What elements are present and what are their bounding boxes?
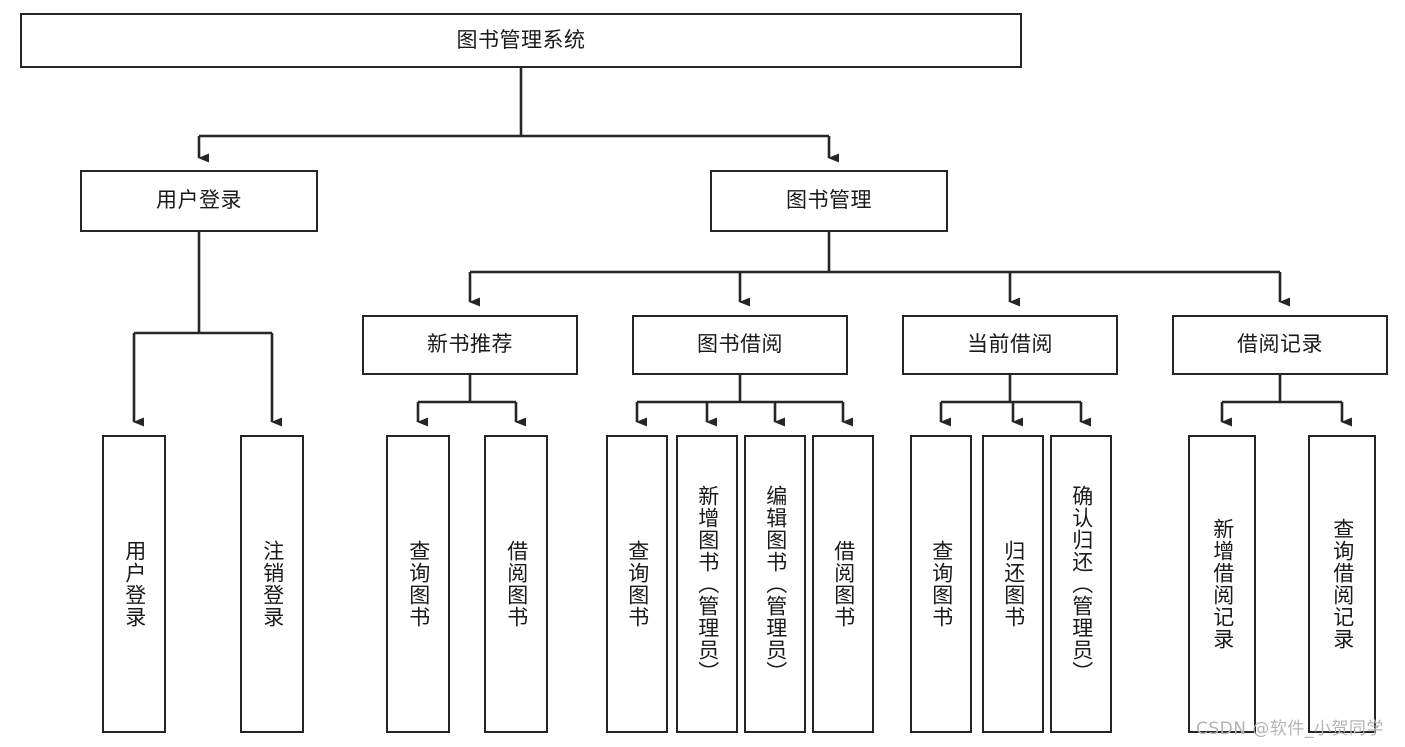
node-user-login-label: 用户登录 [156, 188, 242, 213]
edge-borrowrecord-to-leaves [1220, 375, 1352, 427]
edge-userlogin-to-leaves [132, 232, 282, 427]
edge-currentborrow-to-leaves [939, 375, 1091, 427]
node-leaf-borrow-book-rec-label: 借阅图书 [504, 540, 529, 628]
node-borrow-record[interactable]: 借阅记录 [1172, 315, 1388, 375]
node-leaf-logout-label: 注销登录 [260, 540, 285, 628]
node-current-borrow[interactable]: 当前借阅 [902, 315, 1118, 375]
node-root[interactable]: 图书管理系统 [20, 13, 1022, 68]
node-current-borrow-label: 当前借阅 [967, 332, 1053, 357]
node-leaf-add-record-label: 新增借阅记录 [1210, 518, 1235, 650]
node-leaf-query-book-cur-label: 查询图书 [929, 540, 954, 628]
node-leaf-query-book-cur[interactable]: 查询图书 [910, 435, 972, 733]
node-book-borrow[interactable]: 图书借阅 [632, 315, 848, 375]
node-leaf-logout[interactable]: 注销登录 [240, 435, 304, 733]
node-leaf-query-book-rec[interactable]: 查询图书 [386, 435, 450, 733]
node-leaf-user-login-label: 用户登录 [122, 540, 147, 628]
node-leaf-borrow-book[interactable]: 借阅图书 [812, 435, 874, 733]
edge-bookborrow-to-leaves [635, 375, 853, 427]
node-leaf-add-record[interactable]: 新增借阅记录 [1188, 435, 1256, 733]
edge-newbook-to-leaves [416, 375, 526, 427]
node-book-management[interactable]: 图书管理 [710, 170, 948, 232]
node-leaf-query-record[interactable]: 查询借阅记录 [1308, 435, 1376, 733]
node-leaf-edit-book-label: 编辑图书（管理员） [763, 485, 788, 683]
node-leaf-user-login[interactable]: 用户登录 [102, 435, 166, 733]
node-leaf-add-book-label: 新增图书（管理员） [695, 485, 720, 683]
node-leaf-edit-book[interactable]: 编辑图书（管理员） [744, 435, 806, 733]
node-leaf-add-book[interactable]: 新增图书（管理员） [676, 435, 738, 733]
node-leaf-borrow-book-label: 借阅图书 [831, 540, 856, 628]
node-new-book-recommend[interactable]: 新书推荐 [362, 315, 578, 375]
node-leaf-return-book[interactable]: 归还图书 [982, 435, 1044, 733]
node-leaf-confirm-return-label: 确认归还（管理员） [1069, 485, 1094, 683]
edge-root-to-level2 [197, 68, 839, 163]
node-book-borrow-label: 图书借阅 [697, 332, 783, 357]
node-leaf-query-book-borrow[interactable]: 查询图书 [606, 435, 668, 733]
node-user-login[interactable]: 用户登录 [80, 170, 318, 232]
node-root-label: 图书管理系统 [456, 27, 586, 52]
node-leaf-query-book-borrow-label: 查询图书 [625, 540, 650, 628]
node-book-management-label: 图书管理 [786, 188, 872, 213]
csdn-watermark: CSDN @软件_小贺同学 [1196, 719, 1384, 739]
node-leaf-return-book-label: 归还图书 [1001, 540, 1026, 628]
node-leaf-confirm-return[interactable]: 确认归还（管理员） [1050, 435, 1112, 733]
node-leaf-query-record-label: 查询借阅记录 [1330, 518, 1355, 650]
edge-bookmgmt-to-level3 [468, 232, 1290, 307]
node-leaf-borrow-book-rec[interactable]: 借阅图书 [484, 435, 548, 733]
node-leaf-query-book-rec-label: 查询图书 [406, 540, 431, 628]
node-borrow-record-label: 借阅记录 [1237, 332, 1323, 357]
node-new-book-recommend-label: 新书推荐 [427, 332, 513, 357]
